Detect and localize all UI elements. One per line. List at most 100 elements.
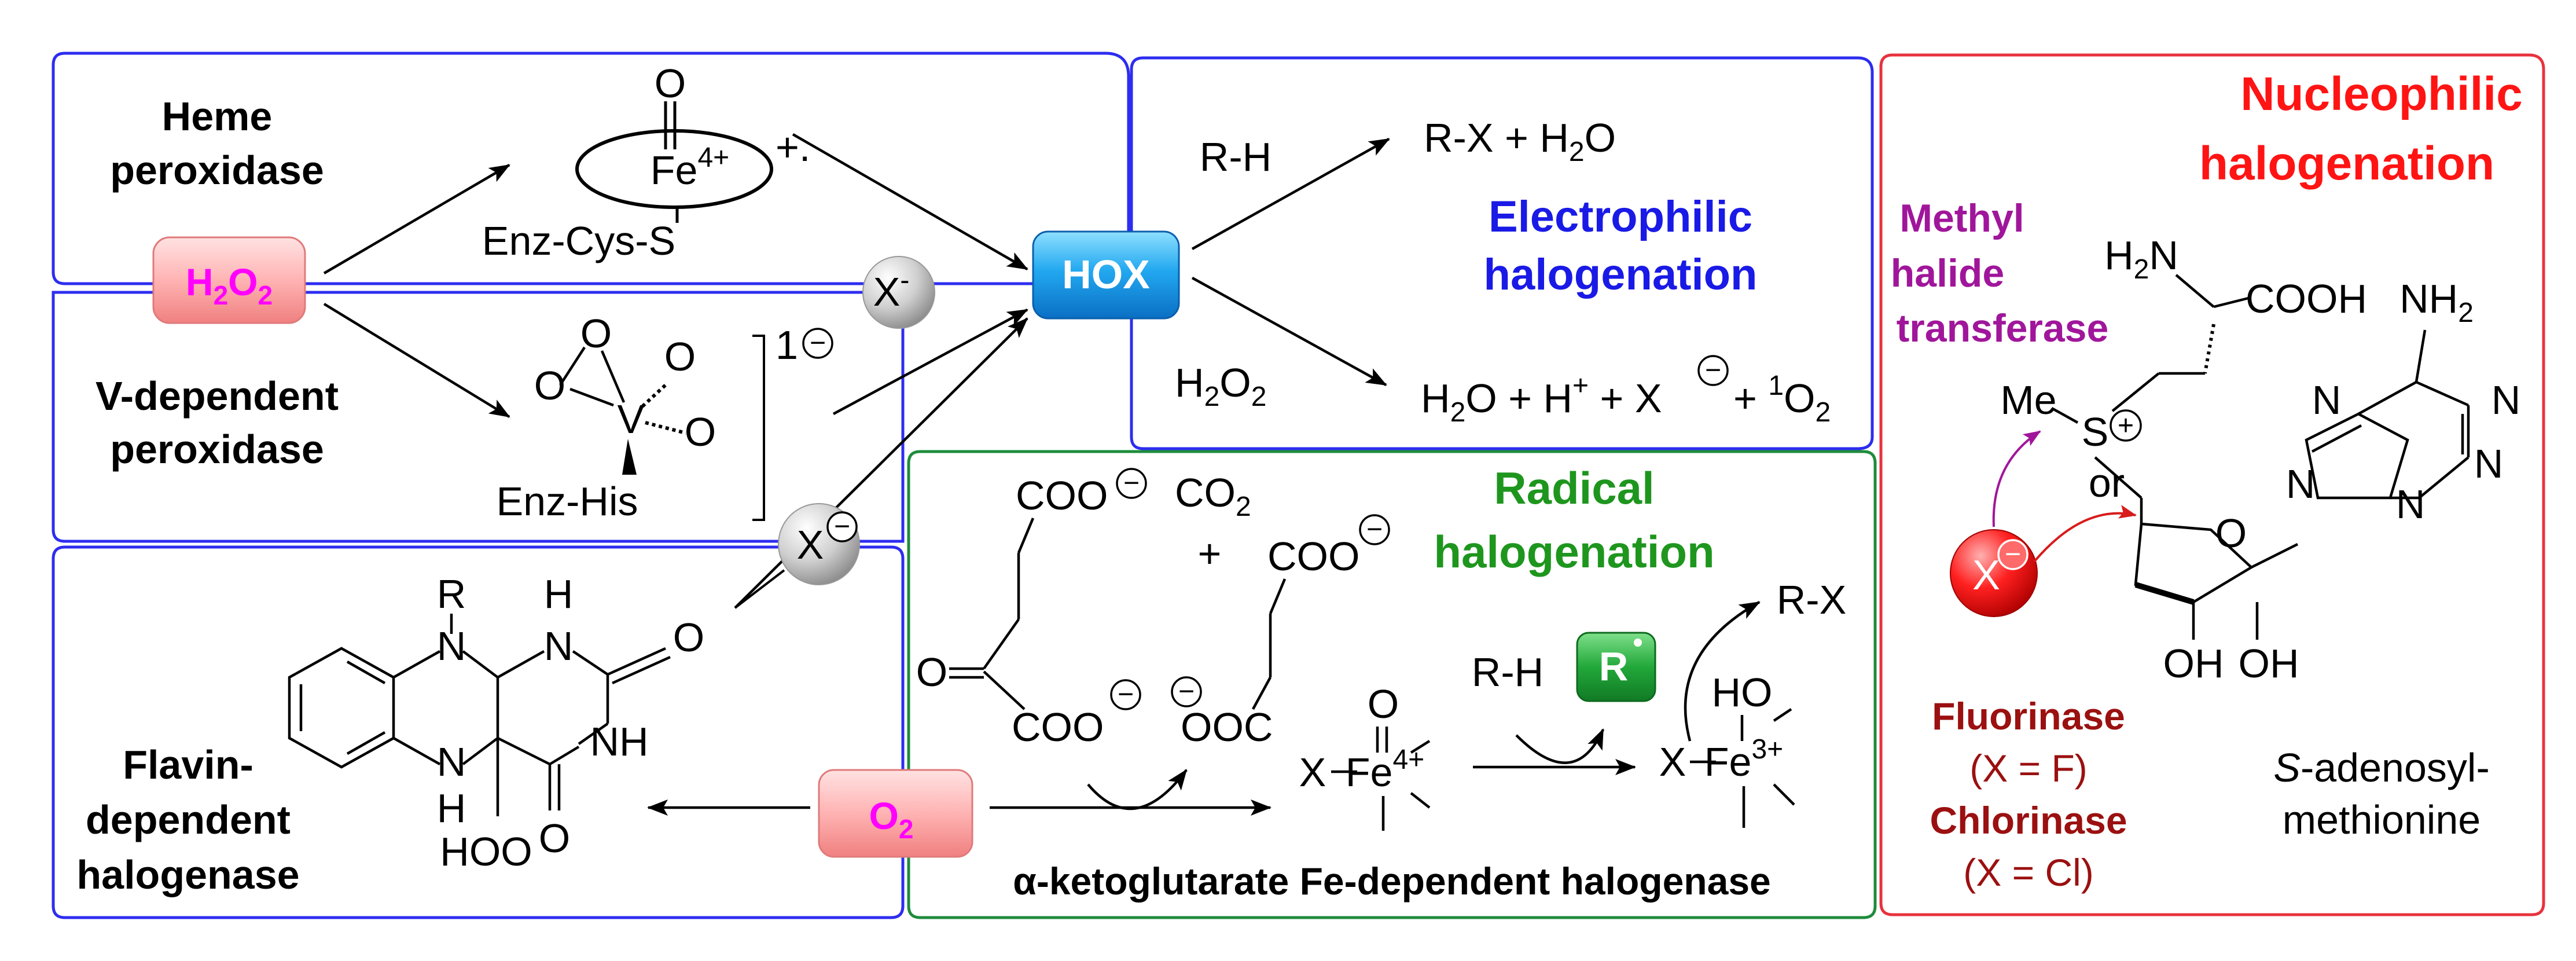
sam-me: Me [2000,377,2056,423]
methyl-transferase-line1: Methyl [1899,196,2024,240]
flavin-panel [52,545,905,919]
radical-panel [907,450,1877,919]
panel-borders [52,52,2545,919]
sam-n5: N [2396,482,2426,527]
flavin-n-top-left: N [437,623,466,669]
methyl-transferase-line2: halide [1891,251,2005,295]
heme-ligand: Enz-Cys-S [482,218,675,263]
arrow-halide-to-c5 [2033,505,2137,563]
arrow-hox-to-o2 [1191,277,1387,386]
sam-oh1: OH [2163,641,2224,686]
radical-rx: R-X [1777,577,1847,622]
heme-title-line1: Heme [162,94,273,139]
electrophilic-x-sign: − [1705,355,1721,386]
methyl-transferase-line3: transferase [1897,306,2109,350]
v-oxo-o-right: O [664,334,696,379]
radical-rh: R-H [1472,650,1544,695]
nucleophilic-title-line2: halogenation [2199,137,2494,190]
radical-footer: α-ketoglutarate Fe-dependent halogenase [1013,860,1770,903]
halide-ball-top: X- [862,256,935,329]
v-peroxo-o-top: O [580,311,612,356]
sam-ring-o: O [2215,511,2247,556]
fe4-o: O [1368,681,1399,727]
heme-title-line2: peroxidase [110,148,324,193]
vanadium-panel [52,291,905,543]
heme-panel [52,52,1130,285]
o2-badge: O2 [818,769,973,858]
electrophilic-section: Electrophilic halogenation R-H R-X + H2O… [1175,115,1831,428]
vanadium-title-line1: V-dependent [95,373,339,419]
electrophilic-panel [1130,56,1874,450]
heme-fe: Fe4+ [651,142,729,193]
heme-oxo-o: O [655,61,686,106]
electrophilic-product: R-X + H2O [1424,115,1616,167]
halide-red-sign: − [2005,539,2021,570]
arrow-rh-curve [1515,728,1605,764]
arrow-vanadium-to-hox [832,309,1028,415]
heme-radical-cation: +. [776,124,810,170]
vanadium-ligand: Enz-His [496,479,638,524]
sam-cooh: COOH [2246,276,2367,321]
akg-coo-bottom-sign: − [1118,679,1134,710]
flavin-nh: NH [590,719,648,764]
fe4-fe: Fe4+ [1346,744,1424,795]
sam-n1: N [2312,377,2342,423]
flavin-n-top-mid: N [544,623,574,669]
v-charge-sign: − [810,328,826,358]
fe4-x: X [1299,750,1326,795]
flavin-o-right: O [673,615,704,660]
arrow-halide-to-me [1992,430,2041,527]
sam-nh2: NH2 [2399,276,2474,328]
akg-coo-top-sign: − [1123,468,1140,498]
fluorinase-x: (X = F) [1969,747,2088,790]
flavin-n-bottom: N [437,739,466,784]
chlorinase-x: (X = Cl) [1963,851,2094,894]
sam-h2n: H2N [2104,233,2178,285]
sam-n2: N [2286,461,2316,507]
arrow-h2o2-to-vanadium [323,303,510,418]
plus-sign: + [1198,531,1222,576]
halide-mid-x: X [797,522,824,567]
hox-badge: HOX [1032,230,1180,320]
hox-label: HOX [1062,252,1150,297]
r-radical-badge [1576,632,1656,702]
nucleophilic-title-line1: Nucleophilic [2240,68,2523,120]
radical-title-line2: halogenation [1434,526,1714,577]
v-his-wedge [622,439,637,475]
electrophilic-side-products: H2O + H+ + X [1421,371,1662,428]
nucleophilic-section: Nucleophilic halogenation Methyl halide … [1891,68,2523,894]
h2o2-label: H2O2 [186,261,273,310]
fe3-x: X [1659,739,1686,784]
flavin-o-bottom: O [539,816,570,861]
flavin-hoo: HOO [440,829,532,874]
sam-s: S [2082,409,2109,454]
flavin-link-line [734,569,785,609]
v-bracket [752,335,765,521]
o2-label: O2 [869,794,914,844]
arrow-hox-to-rx [1191,138,1390,250]
flavin-skeleton [288,614,671,816]
halide-red-x: X [1972,552,2000,599]
fe3-fe: Fe3+ [1704,734,1783,784]
vanadium-peroxidase-section: V-dependent peroxidase O O O O V Enz-His… [95,311,833,524]
flavin-title-line1: Flavin- [123,742,253,787]
radical-section: Radical halogenation COO − O COO − CO2 +… [916,463,1847,903]
co2: CO2 [1175,470,1251,522]
sam-name-line1: S-adenosyl- [2273,745,2490,790]
electrophilic-title-line2: halogenation [1484,250,1758,299]
succinate-top-sign: − [1366,514,1383,545]
vanadium-title-line2: peroxidase [110,427,324,472]
v-peroxo-o-left: O [534,363,565,408]
akg-keto-o: O [916,650,947,695]
flavin-section: Flavin- dependent halogenase [76,571,704,897]
arrow-heme-to-hox [792,133,1028,270]
chlorinase-label: Chlorinase [1930,799,2127,842]
v-metal: V [618,397,645,442]
v-oxo-o-bottom: O [685,409,716,454]
sam-n4: N [2474,441,2504,486]
nucleophilic-panel [1879,53,2545,916]
radical-title-line1: Radical [1494,463,1654,513]
sam-skeleton [2050,274,2470,640]
succinate-ooc: OOC [1181,705,1273,750]
